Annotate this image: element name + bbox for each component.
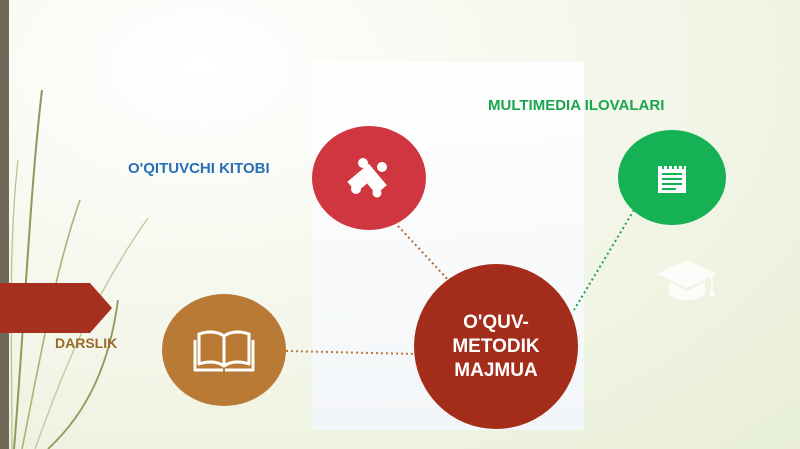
textbook-circle — [162, 294, 286, 406]
connector-multimedia — [573, 209, 635, 311]
center-circle: O'QUV- METODIK MAJMUA — [414, 264, 578, 429]
leaf-stroke — [34, 217, 149, 449]
puzzle-icon — [347, 158, 387, 198]
teacher-book-label: O'QITUVCHI KITOBI — [128, 160, 270, 177]
left-arrow-shape — [0, 283, 112, 333]
connector-teacher-book — [397, 225, 453, 285]
leaf-stroke — [13, 89, 43, 449]
center-label: O'QUV- METODIK MAJMUA — [452, 311, 540, 381]
left-border-bar — [0, 0, 9, 449]
teacher-book-circle — [312, 126, 426, 230]
leaf-stroke — [47, 299, 119, 449]
multimedia-circle — [618, 130, 726, 225]
multimedia-label: MULTIMEDIA ILOVALARI — [488, 97, 665, 114]
graduation-cap-icon — [657, 260, 717, 300]
open-book-icon — [193, 330, 255, 372]
notepad-icon — [658, 162, 686, 193]
connector-textbook — [285, 350, 417, 355]
textbook-label: DARSLIK — [55, 335, 118, 351]
